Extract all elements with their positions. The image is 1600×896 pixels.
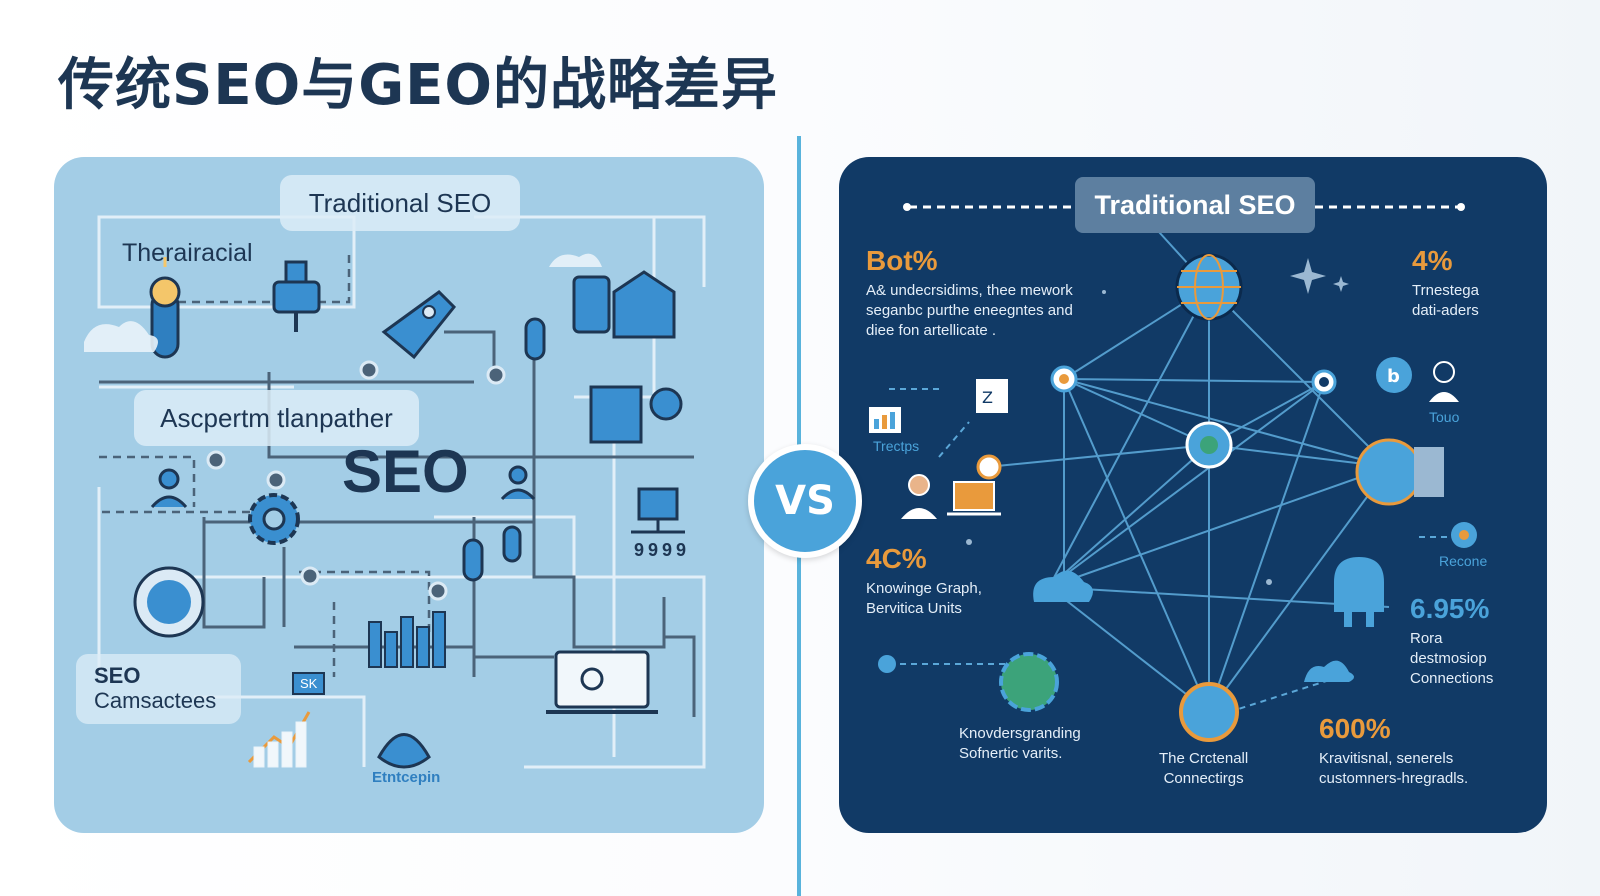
hands-icon: [377, 733, 431, 769]
bottom-center-line: The Crctenall: [1159, 750, 1249, 767]
traditional-seo-panel: Traditional SEO Therairacial Ascpertm tl…: [54, 157, 764, 833]
network-node-icon: [976, 365, 1337, 480]
rocket-icon: [381, 290, 457, 360]
footer-label: Etntcepin: [372, 769, 441, 786]
person-icon: [500, 465, 536, 501]
stat-mid-right-text: Rora destmosiop Connections: [1410, 629, 1493, 689]
stat-mid-right-line: destmosiop: [1410, 650, 1487, 667]
seo-campaigns-line1: SEO: [94, 663, 141, 688]
stat-top-right-text: Trnestega dati-aders: [1412, 281, 1479, 321]
stat-bottom-right-value: 600%: [1319, 713, 1391, 744]
seo-big-label: SEO: [342, 438, 469, 505]
lightbulb-icon: [149, 257, 181, 359]
stat-top-left-line: seganbc purthe eneegntes and: [866, 302, 1073, 319]
bar-chart-icon: [368, 611, 446, 668]
left-panel-header: Traditional SEO: [280, 175, 520, 231]
seo-campaigns-line2: Camsactees: [94, 688, 217, 713]
globe-icon: [1175, 253, 1243, 321]
bottom-left-text: Knovdersgranding Sofnertic varits.: [959, 724, 1081, 764]
stat-bottom-right-line: Kravitisnal, senerels: [1319, 750, 1454, 767]
label-trectps: Trectps: [873, 438, 920, 454]
svg-text:Z: Z: [982, 388, 993, 407]
number-row: 9999: [634, 540, 691, 560]
stat-top-right-line: Trnestega: [1412, 282, 1479, 299]
server-icon: [572, 270, 676, 339]
circuit-illustration: [84, 215, 706, 769]
bottom-center-line: Connectirgs: [1163, 770, 1244, 787]
gear-icon: [248, 493, 300, 545]
laptop-icon: [546, 650, 658, 714]
vs-badge: VS: [748, 444, 862, 558]
stat-mid-right-line: Connections: [1410, 670, 1494, 687]
right-panel-header: Traditional SEO: [1075, 177, 1315, 233]
label-recone: Recone: [1439, 553, 1488, 569]
stat-top-right-value: 4%: [1412, 245, 1453, 276]
chart-tag: SK: [292, 672, 326, 695]
stat-mid-right-line: Rora: [1410, 630, 1443, 647]
stat-mid-left-line: Knowinge Graph,: [866, 580, 982, 597]
stat-mid-right-value: 6.95%: [1410, 593, 1490, 624]
building-icon: [589, 385, 683, 444]
earth-icon: [1355, 438, 1444, 506]
page-title: 传统SEO与GEO的战略差异: [58, 53, 779, 118]
earth-icon: [999, 652, 1059, 712]
bottom-left-line: Knovdersgranding: [959, 725, 1081, 742]
label-touo: Touo: [1429, 409, 1460, 425]
stat-top-left-text: A& undecrsidims, thee mework seganbc pur…: [866, 281, 1073, 341]
person-icon: [150, 468, 188, 509]
globe-icon: [133, 566, 205, 638]
stat-mid-left-text: Knowinge Graph, Bervitica Units: [866, 579, 982, 619]
stat-top-left-line: A& undecrsidims, thee mework: [866, 282, 1073, 299]
svg-text:b: b: [1387, 366, 1400, 387]
label-top: Therairacial: [122, 239, 253, 267]
user-icon: [1429, 361, 1459, 402]
stat-bottom-right-line: customners-hregradls.: [1319, 770, 1469, 787]
laptop-icon: [947, 481, 1001, 516]
bottom-center-text: The Crctenall Connectirgs: [1159, 749, 1248, 789]
document-icon: Z: [976, 379, 1008, 413]
chat-icon: b: [1376, 357, 1412, 393]
label-mid: Ascpertm tlanpather: [134, 390, 419, 446]
stat-top-left-value: Bot%: [866, 245, 938, 276]
geo-panel: Z b Traditional SEO Bot% A& undecrsidims…: [839, 157, 1547, 833]
stat-mid-left-value: 4C%: [866, 543, 927, 574]
chart-icon: [869, 407, 901, 433]
stat-top-right-line: dati-aders: [1412, 302, 1479, 319]
robot-icon: [1334, 557, 1384, 627]
bottom-left-line: Sofnertic varits.: [959, 745, 1063, 762]
seo-campaigns-card: SEO Camsactees: [76, 654, 241, 724]
stat-bottom-right-text: Kravitisnal, senerels customners-hregrad…: [1319, 749, 1468, 789]
cloud-icon: [1033, 570, 1354, 682]
hierarchy-icon: [631, 487, 685, 534]
knowledge-graph-illustration: Z b: [869, 203, 1477, 742]
person-icon: [901, 474, 937, 519]
robot-icon: [272, 260, 321, 332]
stat-mid-left-line: Bervitica Units: [866, 600, 962, 617]
earth-icon: [1179, 682, 1239, 742]
cloud-icon: [84, 253, 602, 352]
stat-top-left-line: diee fon artellicate .: [866, 322, 997, 339]
